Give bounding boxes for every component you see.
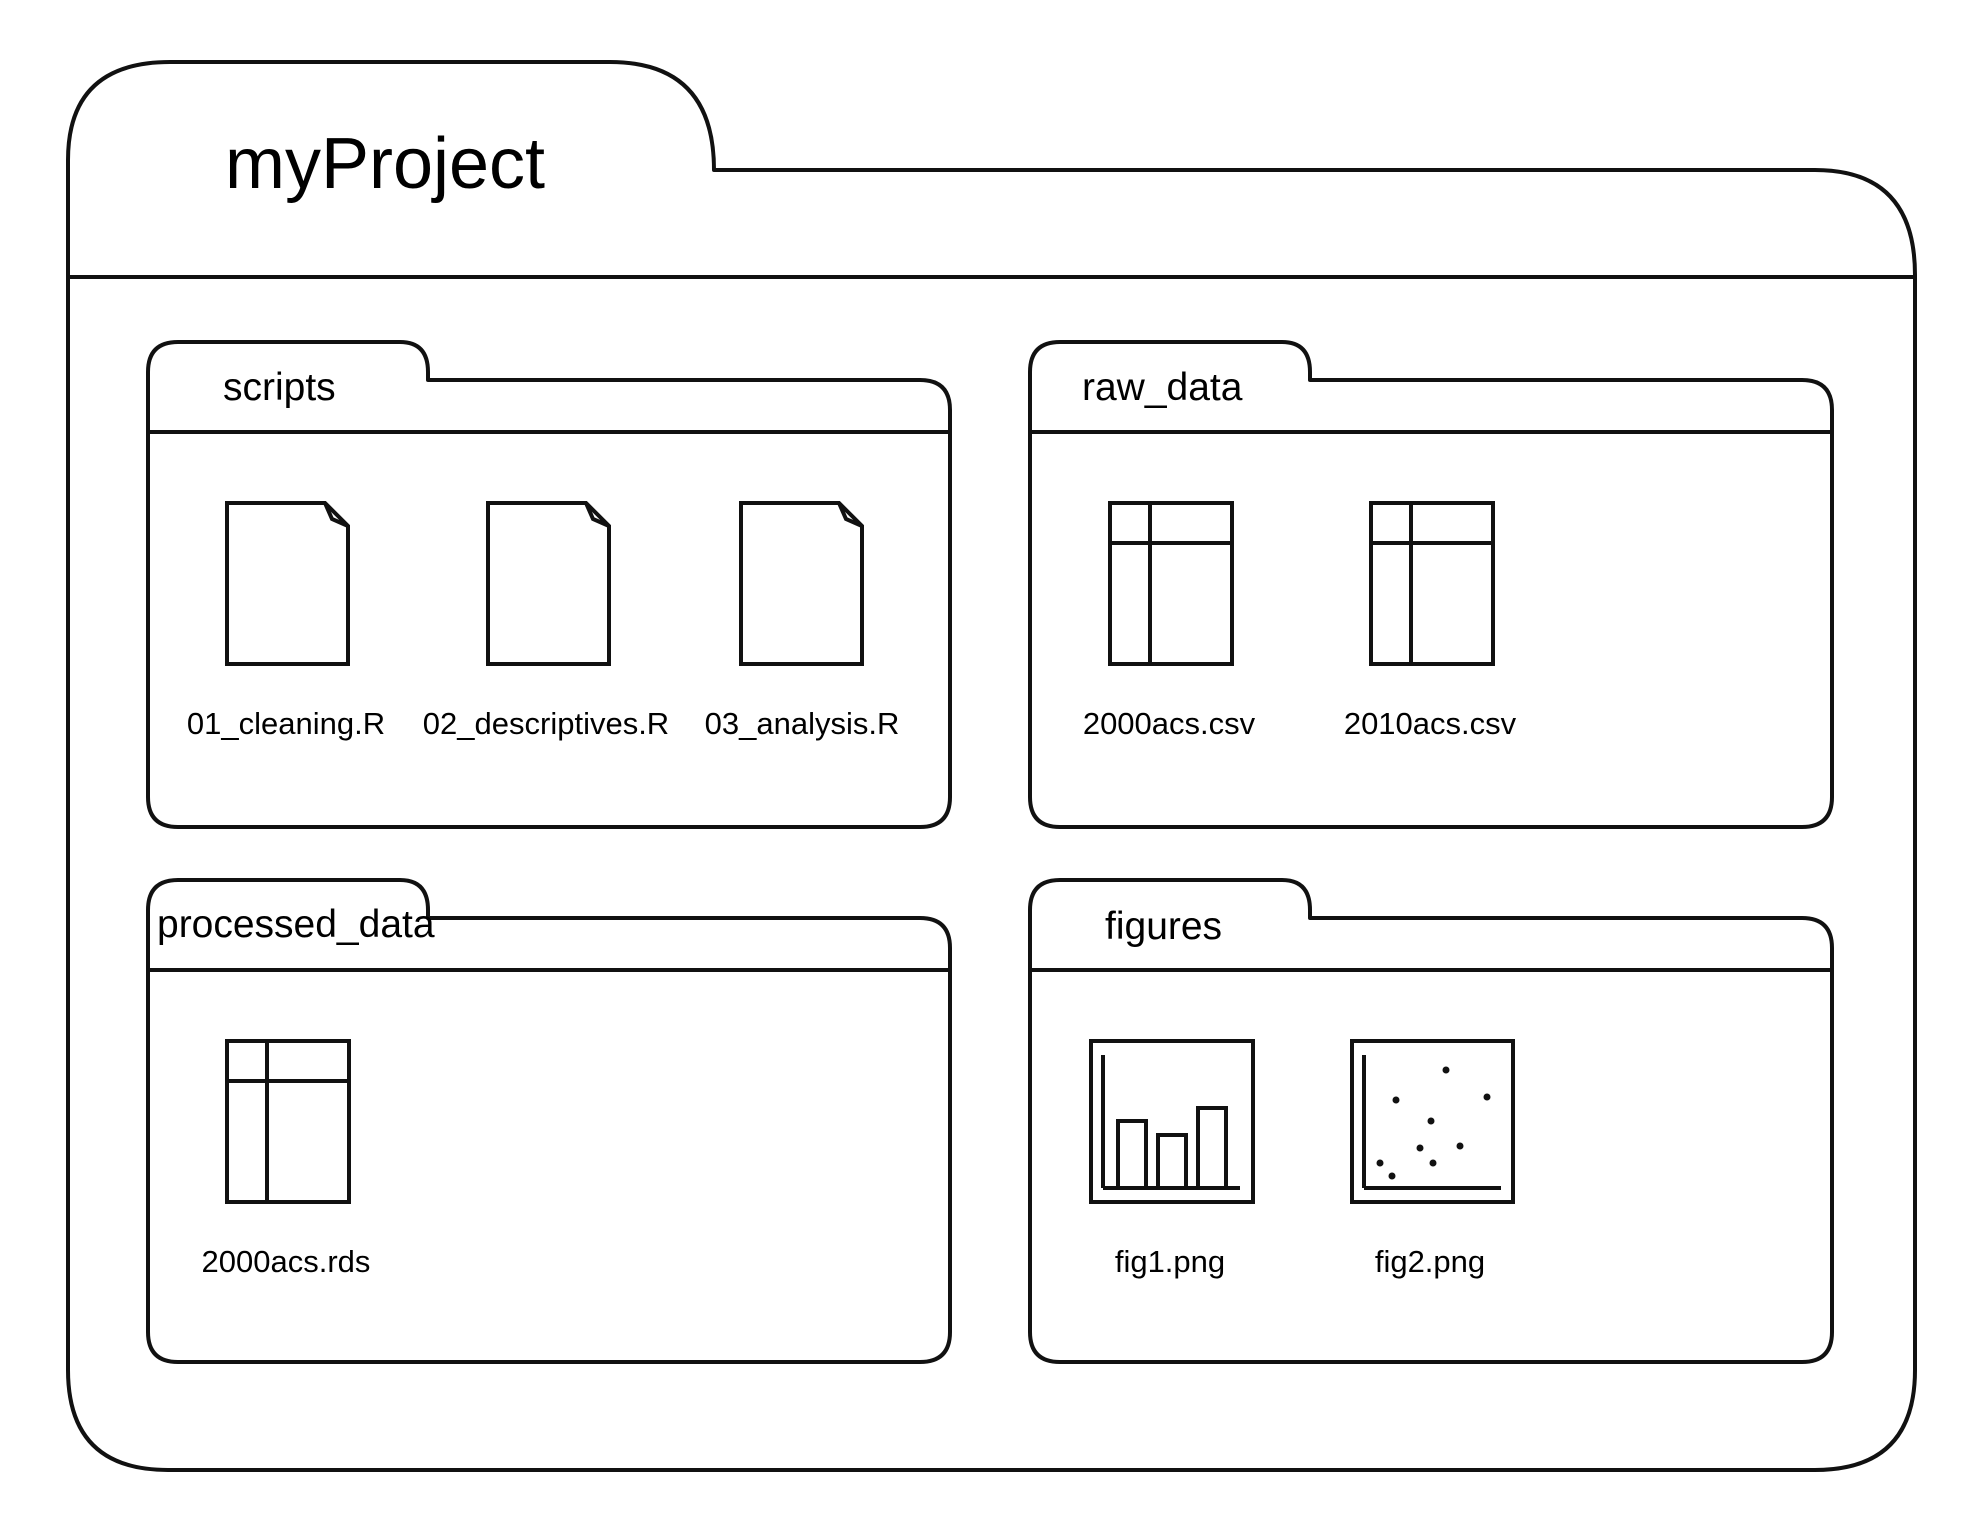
file-fig2-png[interactable]: fig2.png: [1350, 1039, 1515, 1279]
folder-label-scripts: scripts: [223, 366, 336, 409]
folder-scripts[interactable]: scripts 01_cleaning.R 02_descriptives.R …: [146, 340, 952, 829]
file-name: 2000acs.rds: [202, 1244, 371, 1279]
file-name: fig1.png: [1115, 1244, 1225, 1279]
project-title: myProject: [225, 124, 545, 204]
file-name: fig2.png: [1375, 1244, 1485, 1279]
folder-label-figures: figures: [1105, 905, 1222, 948]
file-name: 2000acs.csv: [1083, 706, 1256, 741]
spreadsheet-icon: [1369, 501, 1495, 666]
document-icon: [225, 501, 350, 666]
folder-processed-data[interactable]: processed_data 2000acs.rds: [146, 878, 952, 1364]
document-icon: [486, 501, 611, 666]
spreadsheet-icon: [225, 1039, 351, 1204]
file-01-cleaning[interactable]: 01_cleaning.R: [187, 501, 385, 741]
file-03-analysis[interactable]: 03_analysis.R: [705, 501, 900, 741]
file-name: 2010acs.csv: [1344, 706, 1517, 741]
folder-label-raw-data: raw_data: [1082, 366, 1243, 409]
bar-chart-icon: [1089, 1039, 1255, 1204]
folder-label-processed-data: processed_data: [157, 903, 435, 946]
file-name: 03_analysis.R: [705, 706, 900, 741]
folder-processed-data-outline: [146, 878, 952, 1364]
file-name: 01_cleaning.R: [187, 706, 385, 741]
spreadsheet-icon: [1108, 501, 1234, 666]
scatter-plot-icon: [1350, 1039, 1515, 1204]
file-2000acs-rds[interactable]: 2000acs.rds: [202, 1039, 371, 1279]
file-2010acs-csv[interactable]: 2010acs.csv: [1344, 501, 1517, 741]
file-fig1-png[interactable]: fig1.png: [1089, 1039, 1255, 1279]
document-icon: [739, 501, 864, 666]
file-2000acs-csv[interactable]: 2000acs.csv: [1083, 501, 1256, 741]
file-name: 02_descriptives.R: [423, 706, 669, 741]
folder-figures[interactable]: figures fig1.png: [1028, 878, 1834, 1364]
file-02-descriptives[interactable]: 02_descriptives.R: [423, 501, 669, 741]
folder-raw-data[interactable]: raw_data 2000acs.csv 2010acs.csv: [1028, 340, 1834, 829]
